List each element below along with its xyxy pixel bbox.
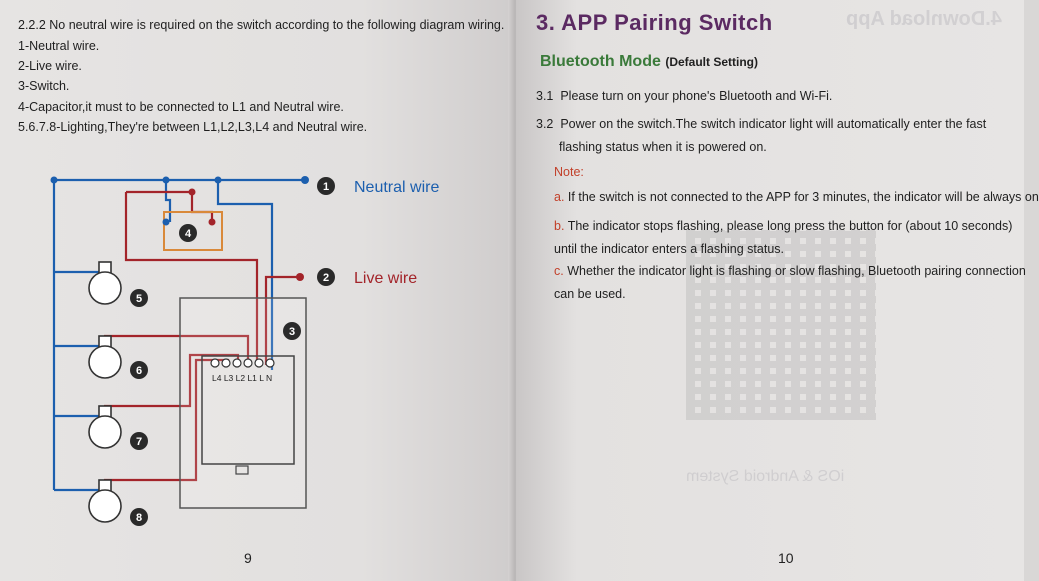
capacitor-box <box>163 211 223 251</box>
neutral-wire-label: Neutral wire <box>354 179 439 196</box>
marker-2: 2 <box>323 272 329 284</box>
marker-8: 8 <box>136 512 142 524</box>
note-a-text: If the switch is not connected to the AP… <box>567 190 1039 204</box>
note-c-prefix: c. <box>554 264 564 278</box>
marker-5: 5 <box>136 293 142 305</box>
step-3-2-number: 3.2 <box>536 117 554 131</box>
bulb-5 <box>88 261 122 305</box>
bulb-8 <box>88 479 122 523</box>
note-label: Note: <box>554 165 584 179</box>
legend-switch: 3-Switch. <box>18 79 70 93</box>
page-number-right: 10 <box>778 550 794 566</box>
show-through-qr-code <box>686 230 876 420</box>
switch-terminals <box>210 358 275 368</box>
right-page: 4.Download App iOS & Android System 3. A… <box>516 0 1039 581</box>
note-b-text-line1: The indicator stops flashing, please lon… <box>567 219 1013 233</box>
step-3-2-text-line2: flashing status when it is powered on. <box>559 140 767 154</box>
marker-4: 4 <box>185 228 192 240</box>
show-through-heading: 4.Download App <box>846 8 1002 30</box>
legend-lighting: 5.6.7.8-Lighting,They're between L1,L2,L… <box>18 120 368 134</box>
marker-7: 7 <box>136 436 142 448</box>
note-a: a. If the switch is not connected to the… <box>554 190 1039 204</box>
step-3-1: 3.1 Please turn on your phone's Bluetoot… <box>536 89 832 103</box>
note-a-prefix: a. <box>554 190 565 204</box>
step-3-1-text: Please turn on your phone's Bluetooth an… <box>560 89 833 103</box>
legend-live-wire: 2-Live wire. <box>18 59 82 73</box>
legend-neutral-wire: 1-Neutral wire. <box>18 39 100 53</box>
show-through-caption: iOS & Android System <box>686 468 845 485</box>
note-c: c. Whether the indicator light is flashi… <box>554 264 1026 278</box>
marker-1: 1 <box>323 181 329 193</box>
neutral-wire-path <box>52 178 305 492</box>
step-3-2-text-line1: Power on the switch.The switch indicator… <box>560 117 987 131</box>
note-b-text-line2: until the indicator enters a flashing st… <box>554 242 784 256</box>
diagram-intro-text: 2.2.2 No neutral wire is required on the… <box>18 18 505 32</box>
marker-3: 3 <box>289 326 295 338</box>
bluetooth-mode-label: Bluetooth Mode <box>540 53 661 70</box>
step-3-1-number: 3.1 <box>536 89 554 103</box>
note-b-prefix: b. <box>554 219 565 233</box>
bluetooth-mode-heading: Bluetooth Mode (Default Setting) <box>540 53 758 71</box>
page-title: 3. APP Pairing Switch <box>536 10 773 35</box>
live-wire-label: Live wire <box>354 270 417 287</box>
default-setting-label: (Default Setting) <box>665 55 758 69</box>
wiring-diagram: L4 L3 L2 L1 L N 1 2 3 4 5 6 7 8 Neutral … <box>50 176 439 526</box>
step-3-2: 3.2 Power on the switch.The switch indic… <box>536 117 986 131</box>
note-c-text-line2: can be used. <box>554 287 626 301</box>
left-page: 2.2.2 No neutral wire is required on the… <box>0 0 516 581</box>
marker-6: 6 <box>136 365 142 377</box>
note-b: b. The indicator stops flashing, please … <box>554 219 1012 233</box>
page-number-left: 9 <box>244 550 252 566</box>
bulb-6 <box>88 335 122 379</box>
note-c-text-line1: Whether the indicator light is flashing … <box>567 264 1026 278</box>
bulb-7 <box>88 405 122 449</box>
legend-capacitor: 4-Capacitor,it must to be connected to L… <box>18 100 344 114</box>
terminal-labels: L4 L3 L2 L1 L N <box>212 373 272 383</box>
